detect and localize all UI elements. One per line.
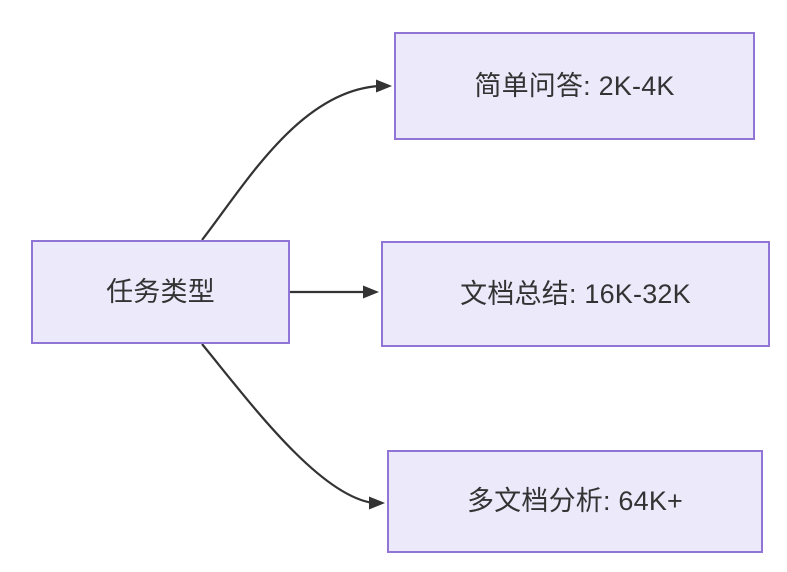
node-task-type[interactable]: 任务类型 [31, 240, 290, 344]
edge-path-multi-doc [201, 343, 374, 505]
node-simple-qa[interactable]: 简单问答: 2K-4K [394, 32, 755, 140]
node-doc-summary[interactable]: 文档总结: 16K-32K [381, 241, 770, 347]
arrowhead-simple-qa [376, 79, 392, 93]
node-simple-qa-label: 简单问答: 2K-4K [474, 70, 675, 101]
node-task-type-label: 任务类型 [106, 276, 215, 307]
edge-task-type-to-doc-summary [290, 285, 379, 299]
node-multi-doc-label: 多文档分析: 64K+ [466, 486, 683, 517]
edge-task-type-to-simple-qa [201, 79, 392, 241]
node-multi-doc[interactable]: 多文档分析: 64K+ [387, 450, 763, 553]
edge-task-type-to-multi-doc [201, 343, 385, 510]
edge-path-simple-qa [201, 84, 381, 241]
arrowhead-multi-doc [369, 496, 385, 510]
arrowhead-doc-summary [363, 285, 379, 299]
node-doc-summary-label: 文档总结: 16K-32K [460, 278, 691, 309]
